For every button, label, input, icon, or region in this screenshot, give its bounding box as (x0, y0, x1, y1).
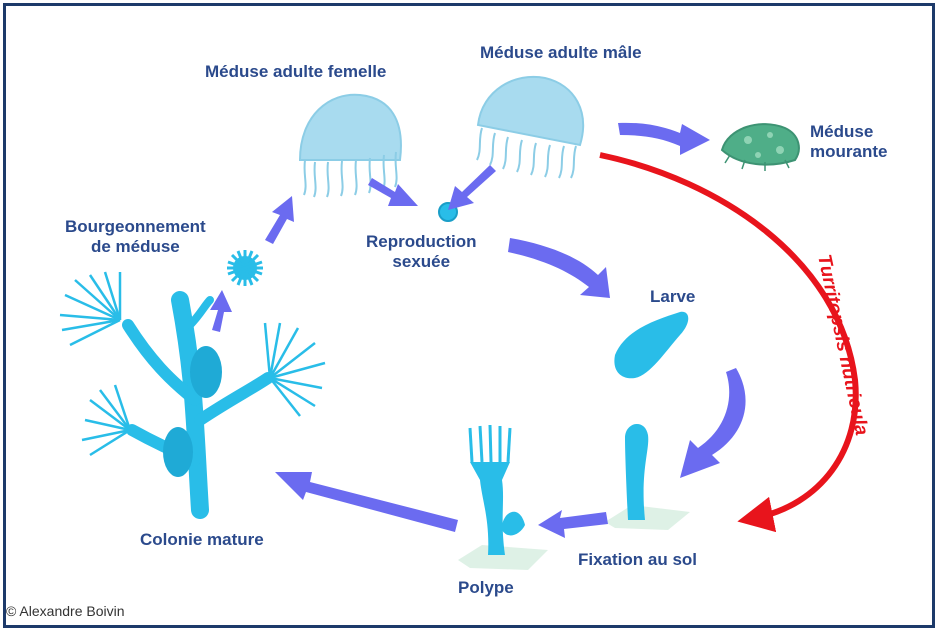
copyright-credit: © Alexandre Boivin (6, 603, 125, 619)
male-medusa-illustration (477, 77, 583, 178)
dying-medusa-illustration (722, 124, 799, 171)
fixation-illustration (605, 424, 690, 530)
label-male-medusa: Méduse adulte mâle (480, 43, 642, 63)
larva-illustration (614, 312, 688, 378)
label-colony: Colonie mature (140, 530, 264, 550)
label-fixation: Fixation au sol (578, 550, 697, 570)
budding-medusa-illustration (227, 250, 263, 286)
label-larva: Larve (650, 287, 695, 307)
polyp-illustration (458, 425, 548, 570)
label-female-medusa: Méduse adulte femelle (205, 62, 386, 82)
female-medusa-illustration (300, 95, 401, 197)
label-polyp: Polype (458, 578, 514, 598)
